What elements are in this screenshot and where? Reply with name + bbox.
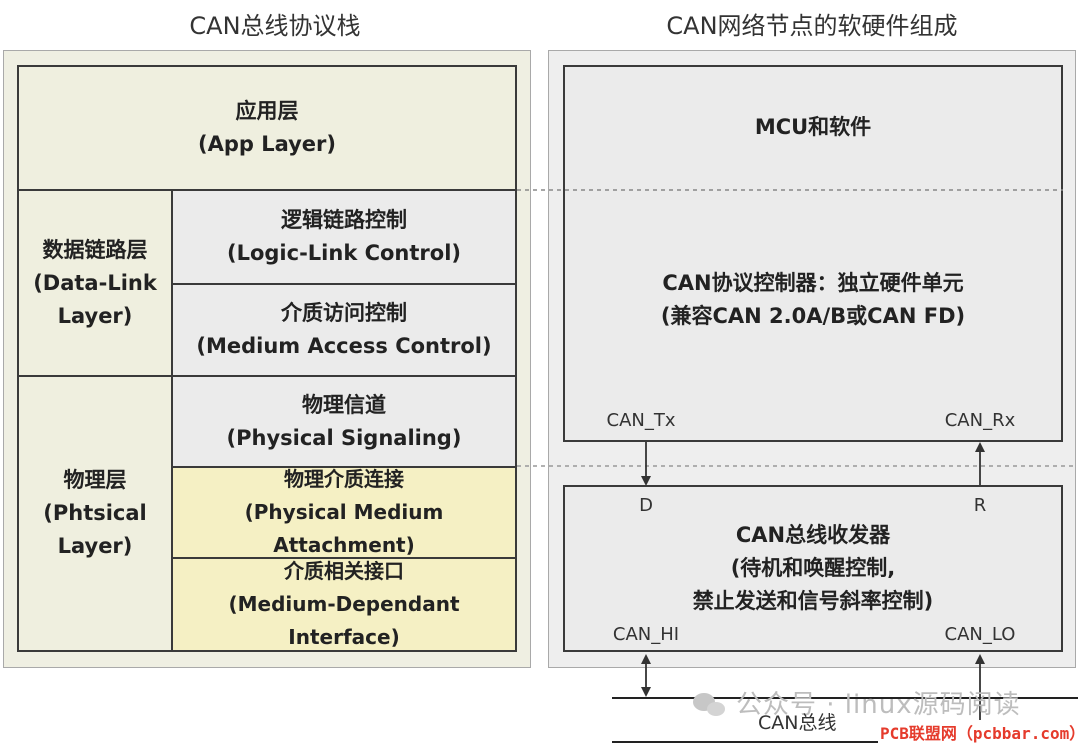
watermark-text: 公众号 · linux源码阅读 bbox=[736, 690, 1021, 720]
can-controller-line-2: (兼容CAN 2.0A/B或CAN FD) bbox=[660, 304, 966, 328]
pma-cn: 物理介质连接 bbox=[284, 467, 404, 491]
can-tx-label: CAN_Tx bbox=[606, 410, 676, 431]
pin-r-label: R bbox=[973, 495, 987, 516]
protocol-stack-title: CAN总线协议栈 bbox=[189, 12, 361, 40]
app-layer-en: (App Layer) bbox=[197, 132, 337, 156]
mcu-software-label: MCU和软件 bbox=[754, 115, 872, 139]
can-lo-label: CAN_LO bbox=[944, 624, 1016, 645]
llc-cn: 逻辑链路控制 bbox=[281, 208, 407, 232]
transceiver-line-2: (待机和唤醒控制, bbox=[730, 556, 896, 580]
pin-d-label: D bbox=[639, 495, 653, 516]
can-bus-label: CAN总线 bbox=[758, 712, 837, 734]
can-transceiver-box: CAN总线收发器 (待机和唤醒控制, 禁止发送和信号斜率控制) bbox=[563, 485, 1063, 652]
signaling-en: (Physical Signaling) bbox=[226, 425, 462, 450]
mac-cn: 介质访问控制 bbox=[281, 301, 407, 325]
mdi-cn: 介质相关接口 bbox=[284, 559, 404, 583]
can-controller-area: CAN协议控制器：独立硬件单元 (兼容CAN 2.0A/B或CAN FD) bbox=[563, 190, 1063, 410]
physical-signaling-box: 物理信道 (Physical Signaling) bbox=[171, 375, 517, 468]
signaling-cn: 物理信道 bbox=[302, 392, 386, 417]
physical-en-1: (Phtsical bbox=[43, 501, 147, 525]
logic-link-control-box: 逻辑链路控制 (Logic-Link Control) bbox=[171, 189, 517, 285]
can-controller-line-1: CAN协议控制器：独立硬件单元 bbox=[662, 271, 964, 295]
mdi-en: (Medium-Dependant Interface) bbox=[228, 592, 460, 649]
physical-cn: 物理层 bbox=[63, 468, 127, 492]
can-rx-label: CAN_Rx bbox=[944, 410, 1016, 431]
pma-en: (Physical Medium Attachment) bbox=[244, 500, 444, 557]
wechat-icon bbox=[693, 693, 725, 716]
physical-layer-box: 物理层 (Phtsical Layer) bbox=[17, 375, 173, 652]
can-hi-label: CAN_HI bbox=[612, 624, 680, 645]
medium-dependant-interface-box: 介质相关接口 (Medium-Dependant Interface) bbox=[171, 557, 517, 652]
data-link-en-1: (Data-Link bbox=[33, 270, 157, 295]
transceiver-line-3: 禁止发送和信号斜率控制) bbox=[692, 589, 934, 613]
mcu-software-area: MCU和软件 bbox=[563, 65, 1063, 190]
llc-en: (Logic-Link Control) bbox=[226, 241, 461, 265]
data-link-en-2: Layer) bbox=[57, 303, 133, 328]
medium-access-control-box: 介质访问控制 (Medium Access Control) bbox=[171, 283, 517, 377]
node-composition-title: CAN网络节点的软硬件组成 bbox=[666, 12, 958, 40]
footer-text: PCB联盟网（pcbbar.com） bbox=[878, 720, 1080, 744]
physical-en-2: Layer) bbox=[57, 534, 133, 558]
app-layer-box: 应用层 (App Layer) bbox=[17, 65, 517, 191]
mcu-controller-box bbox=[563, 65, 1063, 442]
transceiver-line-1: CAN总线收发器 bbox=[735, 523, 891, 547]
data-link-cn: 数据链路层 bbox=[42, 237, 148, 262]
mac-en: (Medium Access Control) bbox=[196, 334, 492, 358]
physical-medium-attachment-box: 物理介质连接 (Physical Medium Attachment) bbox=[171, 466, 517, 559]
app-layer-cn: 应用层 bbox=[235, 99, 299, 123]
